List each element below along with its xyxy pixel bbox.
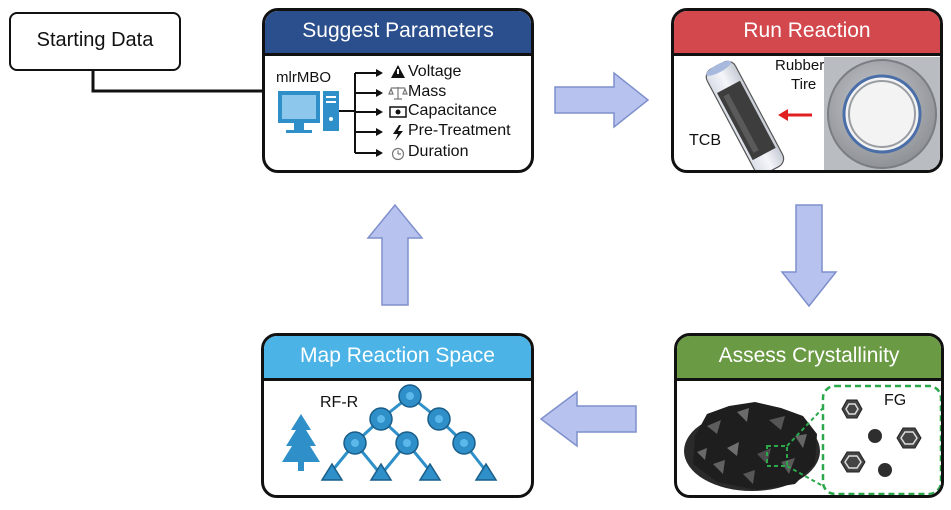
run-reaction-panel: Run Reaction TCB Rubber Tire bbox=[671, 8, 943, 173]
fg-particle-1 bbox=[868, 429, 882, 443]
rubber-label: Rubber bbox=[775, 57, 825, 74]
map-reaction-space-title: Map Reaction Space bbox=[264, 336, 531, 381]
param-capacitance: Capacitance bbox=[408, 102, 497, 119]
arrow-run-to-assess bbox=[780, 204, 838, 308]
tire-label: Tire bbox=[791, 76, 817, 93]
run-reaction-title: Run Reaction bbox=[674, 11, 940, 56]
rubber-tire-icon bbox=[824, 57, 940, 170]
arrow-map-to-suggest bbox=[366, 203, 424, 306]
tcb-label: TCB bbox=[689, 132, 721, 149]
random-forest-illustration bbox=[282, 384, 498, 481]
param-duration: Duration bbox=[408, 143, 469, 160]
param-voltage: Voltage bbox=[408, 63, 462, 80]
red-arrowhead bbox=[778, 109, 788, 121]
fg-particle-2 bbox=[878, 463, 892, 477]
fg-label: FG bbox=[884, 392, 907, 409]
suggest-parameters-title: Suggest Parameters bbox=[265, 11, 531, 56]
warning-icon bbox=[391, 65, 405, 78]
capacitor-icon bbox=[389, 106, 407, 118]
suggest-parameters-panel: Suggest Parameters mlrMBO bbox=[262, 8, 534, 173]
tcb-tube-illustration bbox=[705, 57, 940, 170]
carbon-flakes-image bbox=[684, 402, 820, 491]
crystallinity-illustration bbox=[684, 384, 941, 495]
starting-data-label: Starting Data bbox=[36, 29, 154, 51]
software-label: mlrMBO bbox=[276, 69, 331, 86]
clock-icon bbox=[391, 147, 405, 161]
assess-crystallinity-panel: Assess Crystallinity bbox=[674, 333, 944, 498]
param-mass: Mass bbox=[408, 83, 447, 100]
rf-r-label: RF-R bbox=[320, 394, 359, 411]
scale-icon bbox=[388, 87, 408, 100]
bolt-icon bbox=[393, 125, 403, 141]
starting-data-box: Starting Data bbox=[9, 12, 181, 71]
start-connector-line bbox=[91, 70, 273, 93]
pine-tree-icon bbox=[282, 414, 320, 471]
graphene-hexagon-2 bbox=[840, 451, 866, 473]
computer-icon bbox=[278, 65, 408, 161]
assess-crystallinity-title: Assess Crystallinity bbox=[677, 336, 941, 381]
tree-leaves bbox=[320, 462, 498, 481]
arrow-assess-to-map bbox=[539, 390, 637, 448]
graphene-hexagon-3 bbox=[896, 427, 922, 449]
param-pre-treatment: Pre-Treatment bbox=[408, 122, 511, 139]
graphene-hexagon-1 bbox=[841, 399, 863, 419]
map-reaction-space-panel: Map Reaction Space RF-R bbox=[261, 333, 534, 498]
arrow-suggest-to-run bbox=[554, 71, 650, 129]
